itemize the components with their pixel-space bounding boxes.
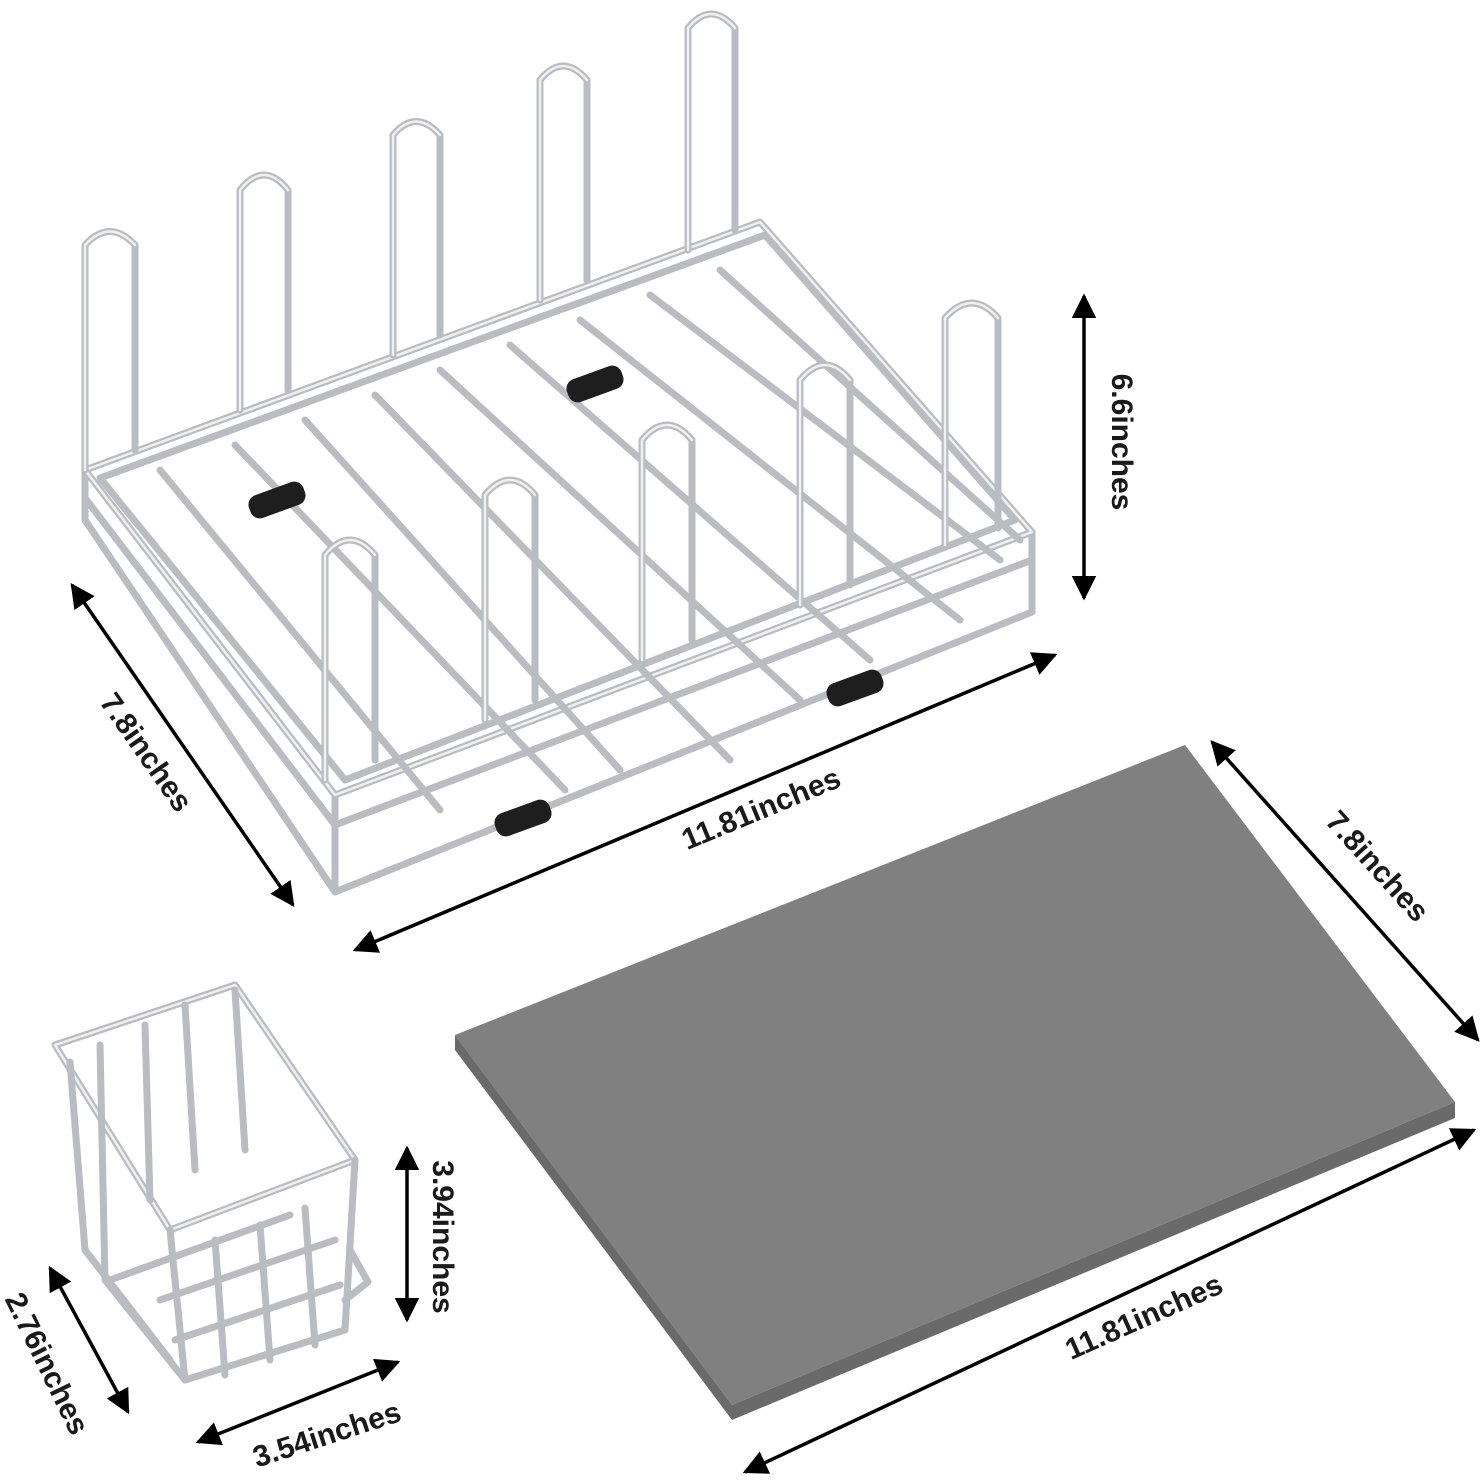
rubber-foot [566,365,624,403]
holder-width-label: 3.54inches [249,1396,405,1475]
mat-depth-label: 7.8inches [1319,805,1435,929]
dish-rack-front-dividers [321,299,1002,784]
rack-height-label: 6.6inches [1105,374,1138,511]
mat-width-label: 11.81inches [1060,1268,1227,1367]
holder-height-label: 3.94inches [426,1160,459,1313]
dish-rack-base-frame [81,218,1036,896]
rack-depth-label: 7.8inches [93,687,198,818]
holder-depth-arrow [48,1265,130,1415]
rubber-foot [248,481,306,519]
dimension-arrows [48,293,1480,1474]
rubber-foot [494,799,552,837]
mat-width-arrow [742,1128,1477,1474]
drain-mat [455,745,1455,1420]
holder-width-arrow [195,1358,401,1446]
utensil-holder [51,981,372,1384]
rack-width-label: 11.81inches [677,762,845,857]
dish-rack [81,10,1036,896]
holder-depth-label: 2.76inches [0,1288,95,1440]
mat-depth-arrow [1210,740,1480,1042]
rack-width-arrow [352,652,1058,953]
dish-rack-back-dividers [81,10,739,474]
rack-depth-arrow [70,582,295,908]
drain-mat-top [455,745,1455,1405]
rubber-foot [826,669,884,707]
